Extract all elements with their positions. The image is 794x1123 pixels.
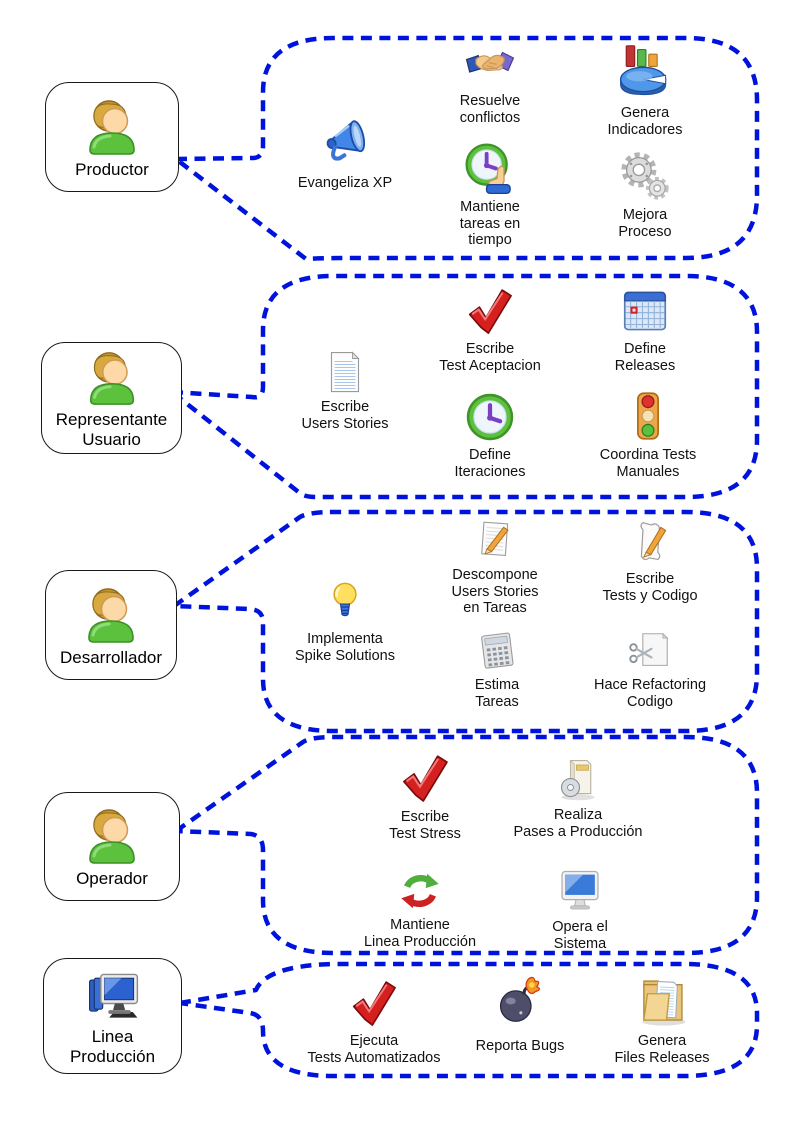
actor-label-operador: Operador [76, 869, 148, 889]
actor-representante-usuario: Representante Usuario [41, 342, 182, 454]
task-hace-refactoring-codigo: Hace Refactoring Codigo [570, 628, 730, 710]
scissors-document-icon [627, 628, 673, 674]
red-check-icon [348, 978, 400, 1030]
task-label: Escribe Tests y Codigo [602, 571, 698, 604]
task-ejecuta-tests-automatizados: Ejecuta Tests Automatizados [286, 978, 462, 1066]
bubble-operador-outline [173, 734, 760, 956]
actor-productor: Productor [45, 82, 179, 192]
task-escribe-users-stories: Escribe Users Stories [265, 348, 425, 432]
actor-desarrollador: Desarrollador [45, 570, 177, 680]
megaphone-icon [316, 114, 374, 172]
task-label: Genera Files Releases [614, 1033, 710, 1066]
task-label: Estima Tareas [474, 677, 520, 710]
task-label: Escribe Test Stress [389, 809, 461, 842]
computer-icon [79, 966, 147, 1026]
pie-chart-icon [614, 42, 676, 102]
task-label: Realiza Pases a Producción [513, 807, 643, 840]
task-escribe-test-aceptacion: Escribe Test Aceptacion [410, 286, 570, 374]
person-icon [81, 347, 143, 409]
task-descompone-users-stories: Descompone Users Stories en Tareas [415, 518, 575, 617]
gears-icon [617, 148, 673, 204]
task-implementa-spike-solutions: Implementa Spike Solutions [265, 580, 425, 664]
actor-label-representante-usuario: Representante Usuario [55, 410, 168, 449]
person-icon [80, 95, 144, 159]
task-label: Coordina Tests Manuales [599, 447, 697, 480]
red-check-icon [464, 286, 516, 338]
task-genera-indicadores: Genera Indicadores [565, 42, 725, 138]
bubble-desarrollador-outline [171, 509, 760, 734]
bubble-representante-outline [169, 273, 760, 500]
task-label: Evangeliza XP [297, 175, 393, 191]
task-escribe-test-stress: Escribe Test Stress [345, 752, 505, 842]
actor-label-productor: Productor [75, 159, 149, 179]
task-realiza-pases-a-produccion: Realiza Pases a Producción [498, 756, 658, 840]
document-icon [321, 348, 369, 396]
task-resuelve-conflictos: Resuelve conflictos [410, 40, 570, 126]
task-label: Genera Indicadores [607, 105, 683, 138]
task-reporta-bugs: Reporta Bugs [440, 974, 600, 1055]
bomb-icon [493, 974, 547, 1028]
task-define-iteraciones: Define Iteraciones [410, 390, 570, 480]
person-icon [80, 804, 144, 868]
task-genera-files-releases: Genera Files Releases [582, 972, 742, 1066]
task-label: Implementa Spike Solutions [295, 631, 395, 664]
task-opera-el-sistema: Opera el Sistema [500, 866, 660, 952]
actor-operador: Operador [44, 792, 180, 901]
green-clock-icon [463, 390, 517, 444]
task-label: Define Iteraciones [454, 447, 526, 480]
task-label: Resuelve conflictos [459, 93, 521, 126]
folder-icon [633, 972, 691, 1030]
calendar-icon [617, 284, 673, 338]
scroll-pencil-icon [625, 518, 675, 568]
task-coordina-tests-manuales: Coordina Tests Manuales [568, 388, 728, 480]
task-mantiene-tareas-en-tiempo: Mantiene tareas en tiempo [410, 140, 570, 249]
handshake-icon [463, 40, 517, 90]
task-label: Mantiene tareas en tiempo [459, 199, 521, 249]
actor-label-desarrollador: Desarrollador [59, 647, 163, 667]
actor-linea-produccion: Linea Producción [43, 958, 182, 1074]
bubble-linea-produccion-outline [177, 961, 760, 1079]
software-box-icon [554, 756, 602, 804]
task-label: Opera el Sistema [552, 919, 608, 952]
task-evangeliza-xp: Evangeliza XP [265, 114, 425, 192]
task-label: Descompone Users Stories en Tareas [451, 567, 539, 617]
monitor-icon [555, 866, 605, 916]
task-label: Hace Refactoring Codigo [593, 677, 707, 710]
clock-hand-icon [462, 140, 518, 196]
recycle-icon [397, 868, 443, 914]
task-label: Mantiene Linea Producción [363, 917, 477, 950]
traffic-light-icon [621, 388, 675, 444]
task-label: Escribe Users Stories [301, 399, 389, 432]
bubble-productor-outline [173, 35, 760, 262]
document-pencil-icon [472, 518, 518, 564]
task-label: Reporta Bugs [475, 1038, 565, 1054]
task-label: Escribe Test Aceptacion [439, 341, 541, 374]
task-mejora-proceso: Mejora Proceso [565, 148, 725, 240]
task-label: Mejora Proceso [618, 207, 672, 240]
red-check-icon [398, 752, 452, 806]
task-escribe-tests-y-codigo: Escribe Tests y Codigo [570, 518, 730, 604]
task-label: Ejecuta Tests Automatizados [307, 1033, 441, 1066]
calculator-icon [474, 628, 520, 674]
lightbulb-icon [321, 580, 369, 628]
person-icon [79, 583, 143, 647]
task-label: Define Releases [614, 341, 676, 374]
task-define-releases: Define Releases [565, 284, 725, 374]
actor-label-linea-produccion: Linea Producción [69, 1027, 156, 1066]
task-estima-tareas: Estima Tareas [417, 628, 577, 710]
task-mantiene-linea-produccion: Mantiene Linea Producción [340, 868, 500, 950]
